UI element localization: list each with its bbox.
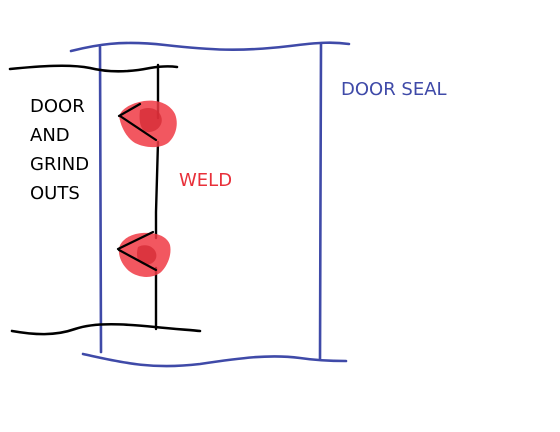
door-seal-right-edge xyxy=(318,42,323,361)
door-label-line-1: DOOR xyxy=(30,96,85,117)
door-label-line-3: GRIND xyxy=(30,154,90,175)
weld-lower-joint-stroke xyxy=(116,230,158,272)
door-seal-left-edge xyxy=(98,45,103,354)
weld-label: WELD xyxy=(179,170,233,191)
door-outline xyxy=(8,63,202,336)
weld-upper-joint-stroke xyxy=(117,102,158,142)
door-joint-middle xyxy=(154,140,160,240)
door-label-line-2: AND xyxy=(30,125,70,146)
door-seal-bottom-edge xyxy=(81,352,348,368)
weld-lower-core xyxy=(136,245,157,265)
door-label-line-4: OUTS xyxy=(30,183,80,204)
door-and-grind-outs-label: DOOR AND GRIND OUTS xyxy=(30,92,110,208)
door-seal-outline xyxy=(69,41,351,368)
weld-upper xyxy=(117,100,177,148)
weld-upper-core xyxy=(139,108,162,133)
door-seal-top-edge xyxy=(69,41,351,53)
door-seal-label: DOOR SEAL xyxy=(341,79,447,100)
door-bottom-edge xyxy=(10,322,202,336)
door-top-edge xyxy=(8,64,179,73)
weld-lower xyxy=(116,230,171,277)
